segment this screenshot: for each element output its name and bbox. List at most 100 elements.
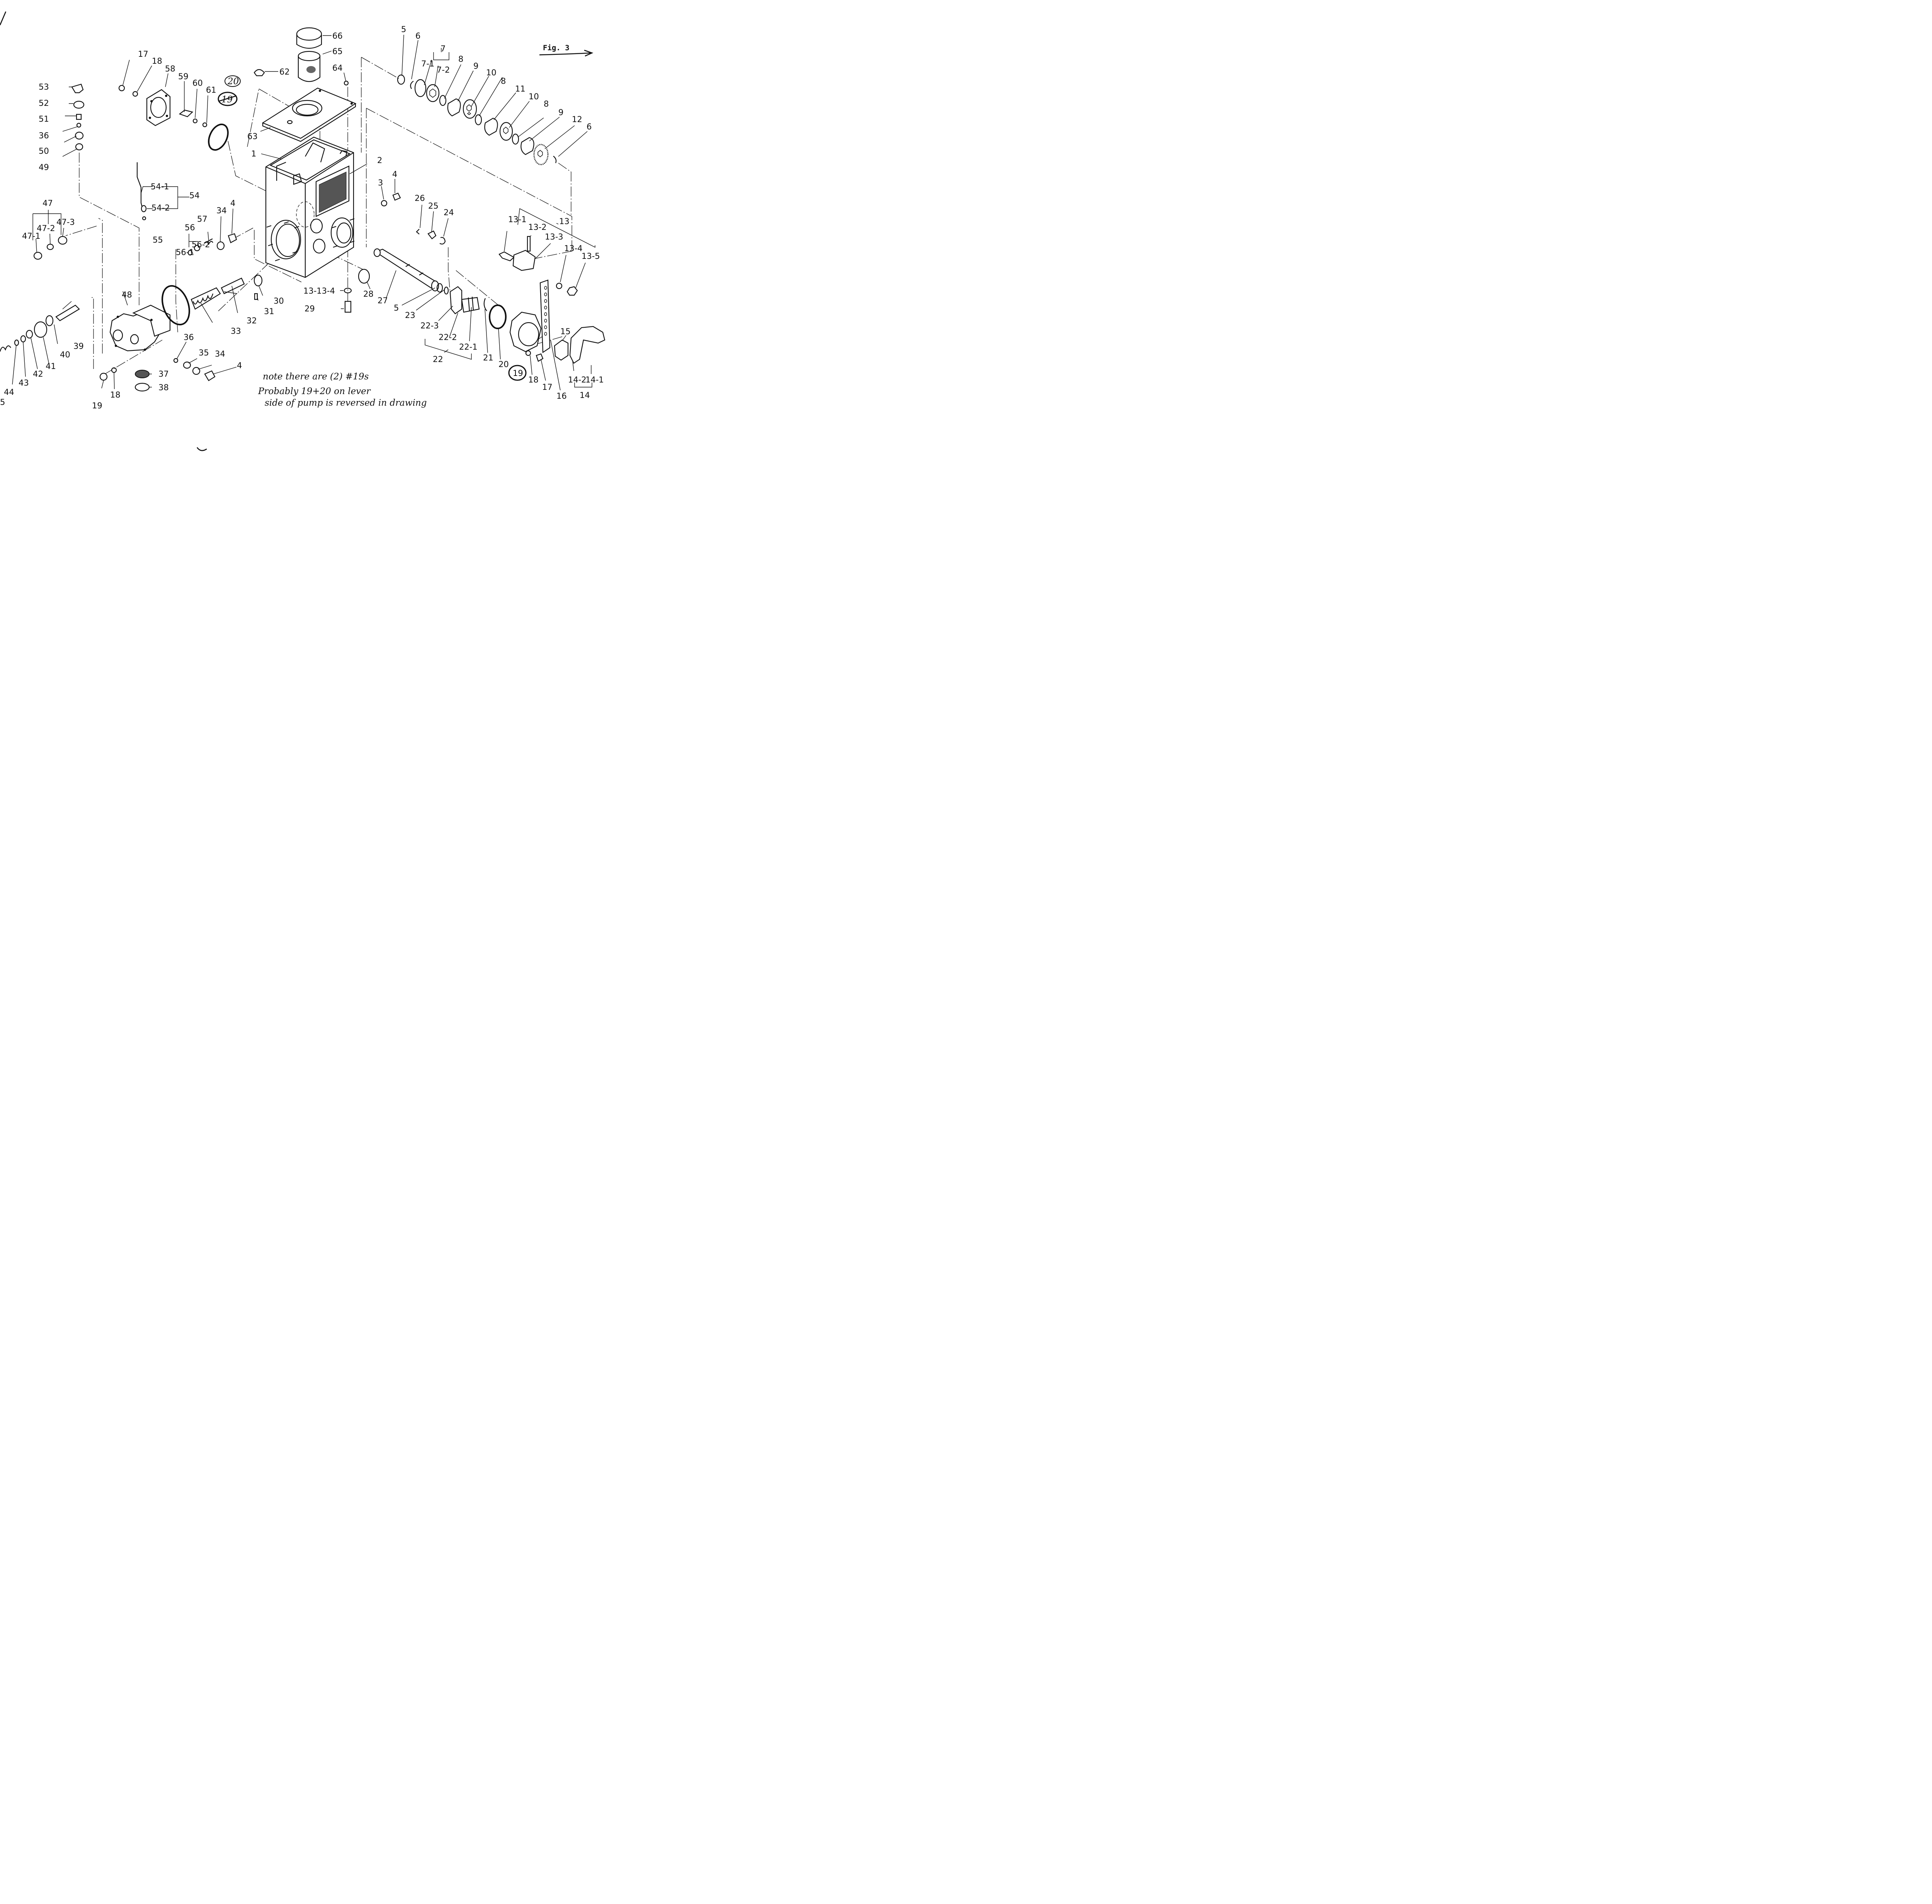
filler-cap [296, 27, 322, 49]
label-16: 16 [556, 391, 567, 401]
label-13-13-4: 13-13-4 [303, 286, 335, 296]
flange-cover-58 [146, 89, 171, 126]
note-line-1: note there are (2) #19s [263, 372, 369, 382]
label-9-b: 9 [558, 108, 563, 117]
nut-17-right [536, 353, 544, 362]
ring-38 [134, 382, 150, 392]
drive-shaft-27 [373, 248, 439, 292]
circled-19-crossed [218, 92, 238, 106]
label-12: 12 [572, 115, 582, 124]
fitting-47-1 [33, 252, 43, 260]
screw-64 [344, 80, 349, 86]
label-1: 1 [251, 149, 256, 158]
ball-36-lower [173, 358, 179, 363]
label-18-right: 18 [528, 375, 539, 384]
label-34-upper: 34 [216, 206, 227, 215]
nut-41 [34, 321, 48, 338]
screw-61 [202, 122, 207, 128]
handle-14 [569, 326, 605, 364]
label-25: 25 [428, 201, 439, 211]
valve-30 [253, 274, 263, 287]
pin-13-1 [498, 251, 515, 262]
nut-13-5 [566, 286, 578, 296]
bracket-22-2 [449, 286, 463, 314]
nut-17 [118, 85, 125, 92]
plug-4-right [392, 192, 401, 201]
label-7: 7 [440, 44, 446, 53]
label-66: 66 [332, 31, 343, 41]
clip-59 [179, 109, 194, 117]
top-cover-plate [262, 87, 357, 142]
label-6-lower: 6 [587, 122, 592, 131]
label-22-2: 22-2 [439, 333, 457, 342]
label-13-3: 13-3 [545, 232, 563, 241]
label-56: 56 [185, 223, 195, 232]
label-4-upper: 4 [230, 199, 235, 208]
label-59: 59 [178, 72, 189, 81]
lever-cover [509, 311, 542, 352]
label-18-upper: 18 [152, 56, 162, 66]
label-5-lower: 5 [394, 303, 399, 313]
label-17-right: 17 [542, 382, 553, 392]
label-41: 41 [46, 362, 56, 371]
label-62: 62 [279, 67, 290, 76]
exploded-parts-diagram: Fig. 3 [0, 0, 606, 466]
label-56-2: 56-2 [192, 240, 210, 249]
ring-44 [14, 339, 19, 346]
ball-36-upper [76, 122, 82, 128]
label-55: 55 [153, 235, 163, 245]
washer-42 [26, 330, 33, 339]
circled-19-text: 19 [513, 369, 523, 378]
label-13-1: 13-1 [508, 215, 527, 224]
label-45-partial: 5 [0, 398, 5, 407]
label-47: 47 [43, 199, 53, 208]
washer-13-4 [556, 282, 563, 289]
pen-mark [0, 11, 7, 26]
label-10-b: 10 [529, 92, 539, 101]
o-ring-55 [162, 285, 190, 326]
label-54-2: 54-2 [151, 203, 170, 212]
screw-13-2 [527, 236, 531, 252]
label-29: 29 [304, 304, 315, 313]
label-65: 65 [332, 47, 343, 56]
label-6-upper: 6 [415, 31, 420, 41]
label-33: 33 [231, 326, 241, 336]
washer-3 [381, 200, 388, 207]
washer-13-13-4 [344, 287, 352, 294]
spring-45 [0, 345, 11, 352]
plug-53 [71, 83, 84, 94]
washer-60 [192, 118, 198, 124]
label-37: 37 [158, 369, 169, 379]
label-60: 60 [192, 78, 203, 88]
label-8-a: 8 [458, 54, 463, 64]
label-53: 53 [39, 82, 49, 92]
screen-37 [135, 370, 150, 378]
note-line-3: side of pump is reversed in drawing [265, 398, 427, 408]
rod-39 [55, 304, 80, 321]
seat-50 [75, 131, 84, 140]
washer-34-upper [216, 241, 225, 250]
pump-body-48 [109, 304, 171, 352]
label-57: 57 [197, 214, 207, 224]
plug-4-upper [228, 233, 237, 243]
knob-62 [253, 69, 265, 76]
label-61: 61 [206, 85, 216, 95]
label-35: 35 [199, 348, 209, 357]
label-51: 51 [39, 114, 49, 124]
snap-ring-21 [483, 298, 487, 311]
label-39: 39 [73, 342, 84, 351]
note-line-2: Probably 19+20 on lever [258, 386, 371, 396]
label-22-3: 22-3 [420, 321, 439, 330]
label-14: 14 [580, 391, 590, 400]
key-25 [427, 230, 437, 240]
washer-5-lower [436, 283, 443, 293]
piston-32 [221, 277, 245, 294]
o-ring-19-upper [208, 123, 229, 151]
seat-56-2 [194, 245, 201, 252]
housing-port-upper [310, 218, 323, 234]
label-32: 32 [247, 316, 257, 325]
label-4-lower: 4 [237, 361, 242, 370]
seat-35 [183, 361, 191, 369]
spring-57 [204, 238, 213, 245]
spring-33 [190, 287, 221, 310]
